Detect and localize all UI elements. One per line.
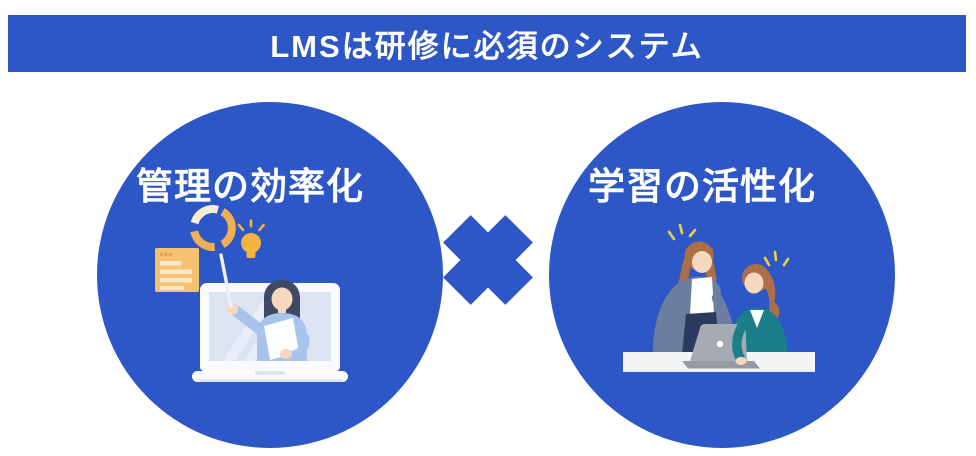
sitting-woman-arm: [732, 321, 747, 365]
right-circle-learning: 学習の活性化: [549, 102, 895, 448]
right-circle-label: 学習の活性化: [588, 166, 816, 207]
donut-chart-icon: [190, 205, 236, 251]
multiply-icon: [443, 215, 533, 305]
note-icon: [155, 248, 199, 292]
pointer-icon: [219, 253, 233, 308]
sparkle-icon: [667, 223, 790, 267]
left-circle-management: 管理の効率化: [97, 102, 443, 448]
presenter-woman: [227, 280, 310, 363]
page-title: LMSは研修に必須のシステム: [270, 29, 704, 64]
left-circle-label: 管理の効率化: [136, 166, 364, 207]
title-banner: LMSは研修に必須のシステム: [8, 15, 966, 72]
lightbulb-icon: [237, 219, 265, 258]
learners-illustration: [623, 223, 815, 372]
presenter-illustration: [155, 205, 348, 382]
laptop-base: [192, 361, 348, 382]
